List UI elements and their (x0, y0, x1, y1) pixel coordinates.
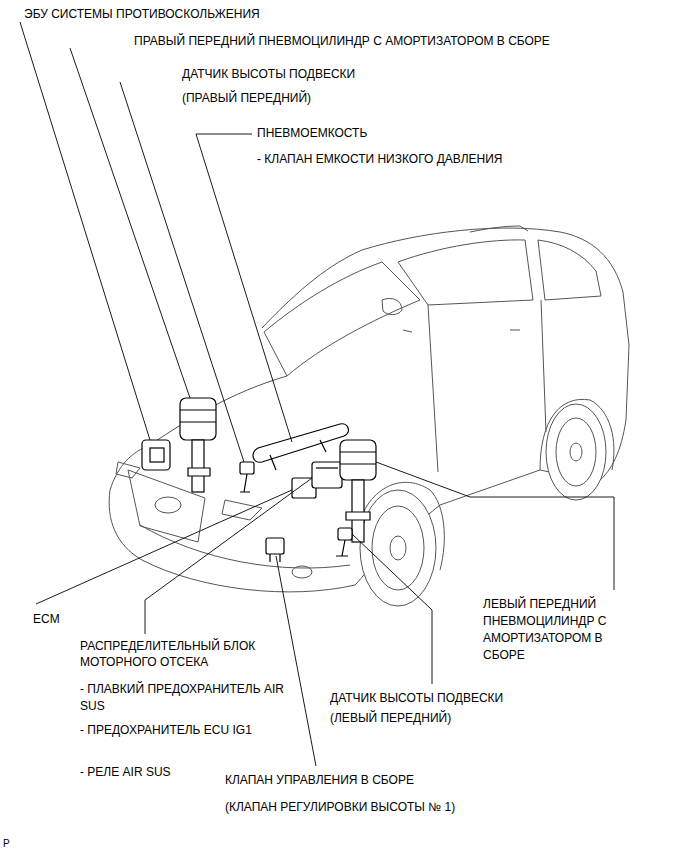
label-box: ДАТЧИК ВЫСОТЫ ПОДВЕСКИ (330, 690, 503, 706)
system-components (142, 398, 376, 562)
label-box: (КЛАПАН РЕГУЛИРОВКИ ВЫСОТЫ № 1) (225, 799, 455, 815)
leader-lines (20, 22, 614, 766)
part-label: ЛЕВЫЙ ПЕРЕДНИЙ ПНЕВМОЦИЛИНДР С АМОРТИЗАТ… (483, 596, 623, 664)
label-box: - КЛАПАН ЕМКОСТИ НИЗКОГО ДАВЛЕНИЯ (257, 151, 503, 167)
wheels (360, 404, 606, 606)
label-box: ПРАВЫЙ ПЕРЕДНИЙ ПНЕВМОЦИЛИНДР С АМОРТИЗА… (134, 33, 550, 49)
label-box: - ПЛАВКИЙ ПРЕДОХРАНИТЕЛЬ AIR SUS (80, 681, 290, 715)
part-label: (КЛАПАН РЕГУЛИРОВКИ ВЫСОТЫ № 1) (225, 799, 455, 815)
part-label: ПРАВЫЙ ПЕРЕДНИЙ ПНЕВМОЦИЛИНДР С АМОРТИЗА… (134, 33, 550, 49)
part-label: РАСПРЕДЕЛИТЕЛЬНЫЙ БЛОК МОТОРНОГО ОТСЕКА (80, 638, 285, 670)
part-label: ДАТЧИК ВЫСОТЫ ПОДВЕСКИ (182, 66, 355, 82)
label-box: ПНЕВМОЕМКОСТЬ (257, 125, 367, 141)
part-label: ДАТЧИК ВЫСОТЫ ПОДВЕСКИ (330, 690, 503, 706)
label-box: ЭБУ СИСТЕМЫ ПРОТИВОСКОЛЬЖЕНИЯ (24, 6, 260, 22)
label-box: ДАТЧИК ВЫСОТЫ ПОДВЕСКИ (182, 66, 355, 82)
part-label: - ПРЕДОХРАНИТЕЛЬ ECU IG1 (80, 722, 252, 738)
label-box: - РЕЛЕ AIR SUS (80, 764, 171, 780)
label-box: (ПРАВЫЙ ПЕРЕДНИЙ) (182, 90, 311, 106)
part-label: (ЛЕВЫЙ ПЕРЕДНИЙ) (330, 710, 451, 726)
part-label: ПНЕВМОЕМКОСТЬ (257, 125, 367, 141)
label-box: P (3, 838, 10, 850)
part-label: - РЕЛЕ AIR SUS (80, 764, 171, 780)
part-label: (ПРАВЫЙ ПЕРЕДНИЙ) (182, 90, 311, 106)
label-box: ЛЕВЫЙ ПЕРЕДНИЙ ПНЕВМОЦИЛИНДР С АМОРТИЗАТ… (483, 596, 623, 664)
label-box: РАСПРЕДЕЛИТЕЛЬНЫЙ БЛОК МОТОРНОГО ОТСЕКА (80, 638, 285, 670)
part-label: ЭБУ СИСТЕМЫ ПРОТИВОСКОЛЬЖЕНИЯ (24, 6, 260, 22)
part-label: - ПЛАВКИЙ ПРЕДОХРАНИТЕЛЬ AIR SUS (80, 681, 290, 715)
label-box: - ПРЕДОХРАНИТЕЛЬ ECU IG1 (80, 722, 252, 738)
part-label: КЛАПАН УПРАВЛЕНИЯ В СБОРЕ (225, 772, 414, 788)
part-label: ECM (33, 611, 60, 627)
label-box: ECM (33, 611, 60, 627)
part-label: - КЛАПАН ЕМКОСТИ НИЗКОГО ДАВЛЕНИЯ (257, 151, 503, 167)
label-box: (ЛЕВЫЙ ПЕРЕДНИЙ) (330, 710, 451, 726)
part-label: P (3, 838, 10, 850)
label-box: КЛАПАН УПРАВЛЕНИЯ В СБОРЕ (225, 772, 414, 788)
